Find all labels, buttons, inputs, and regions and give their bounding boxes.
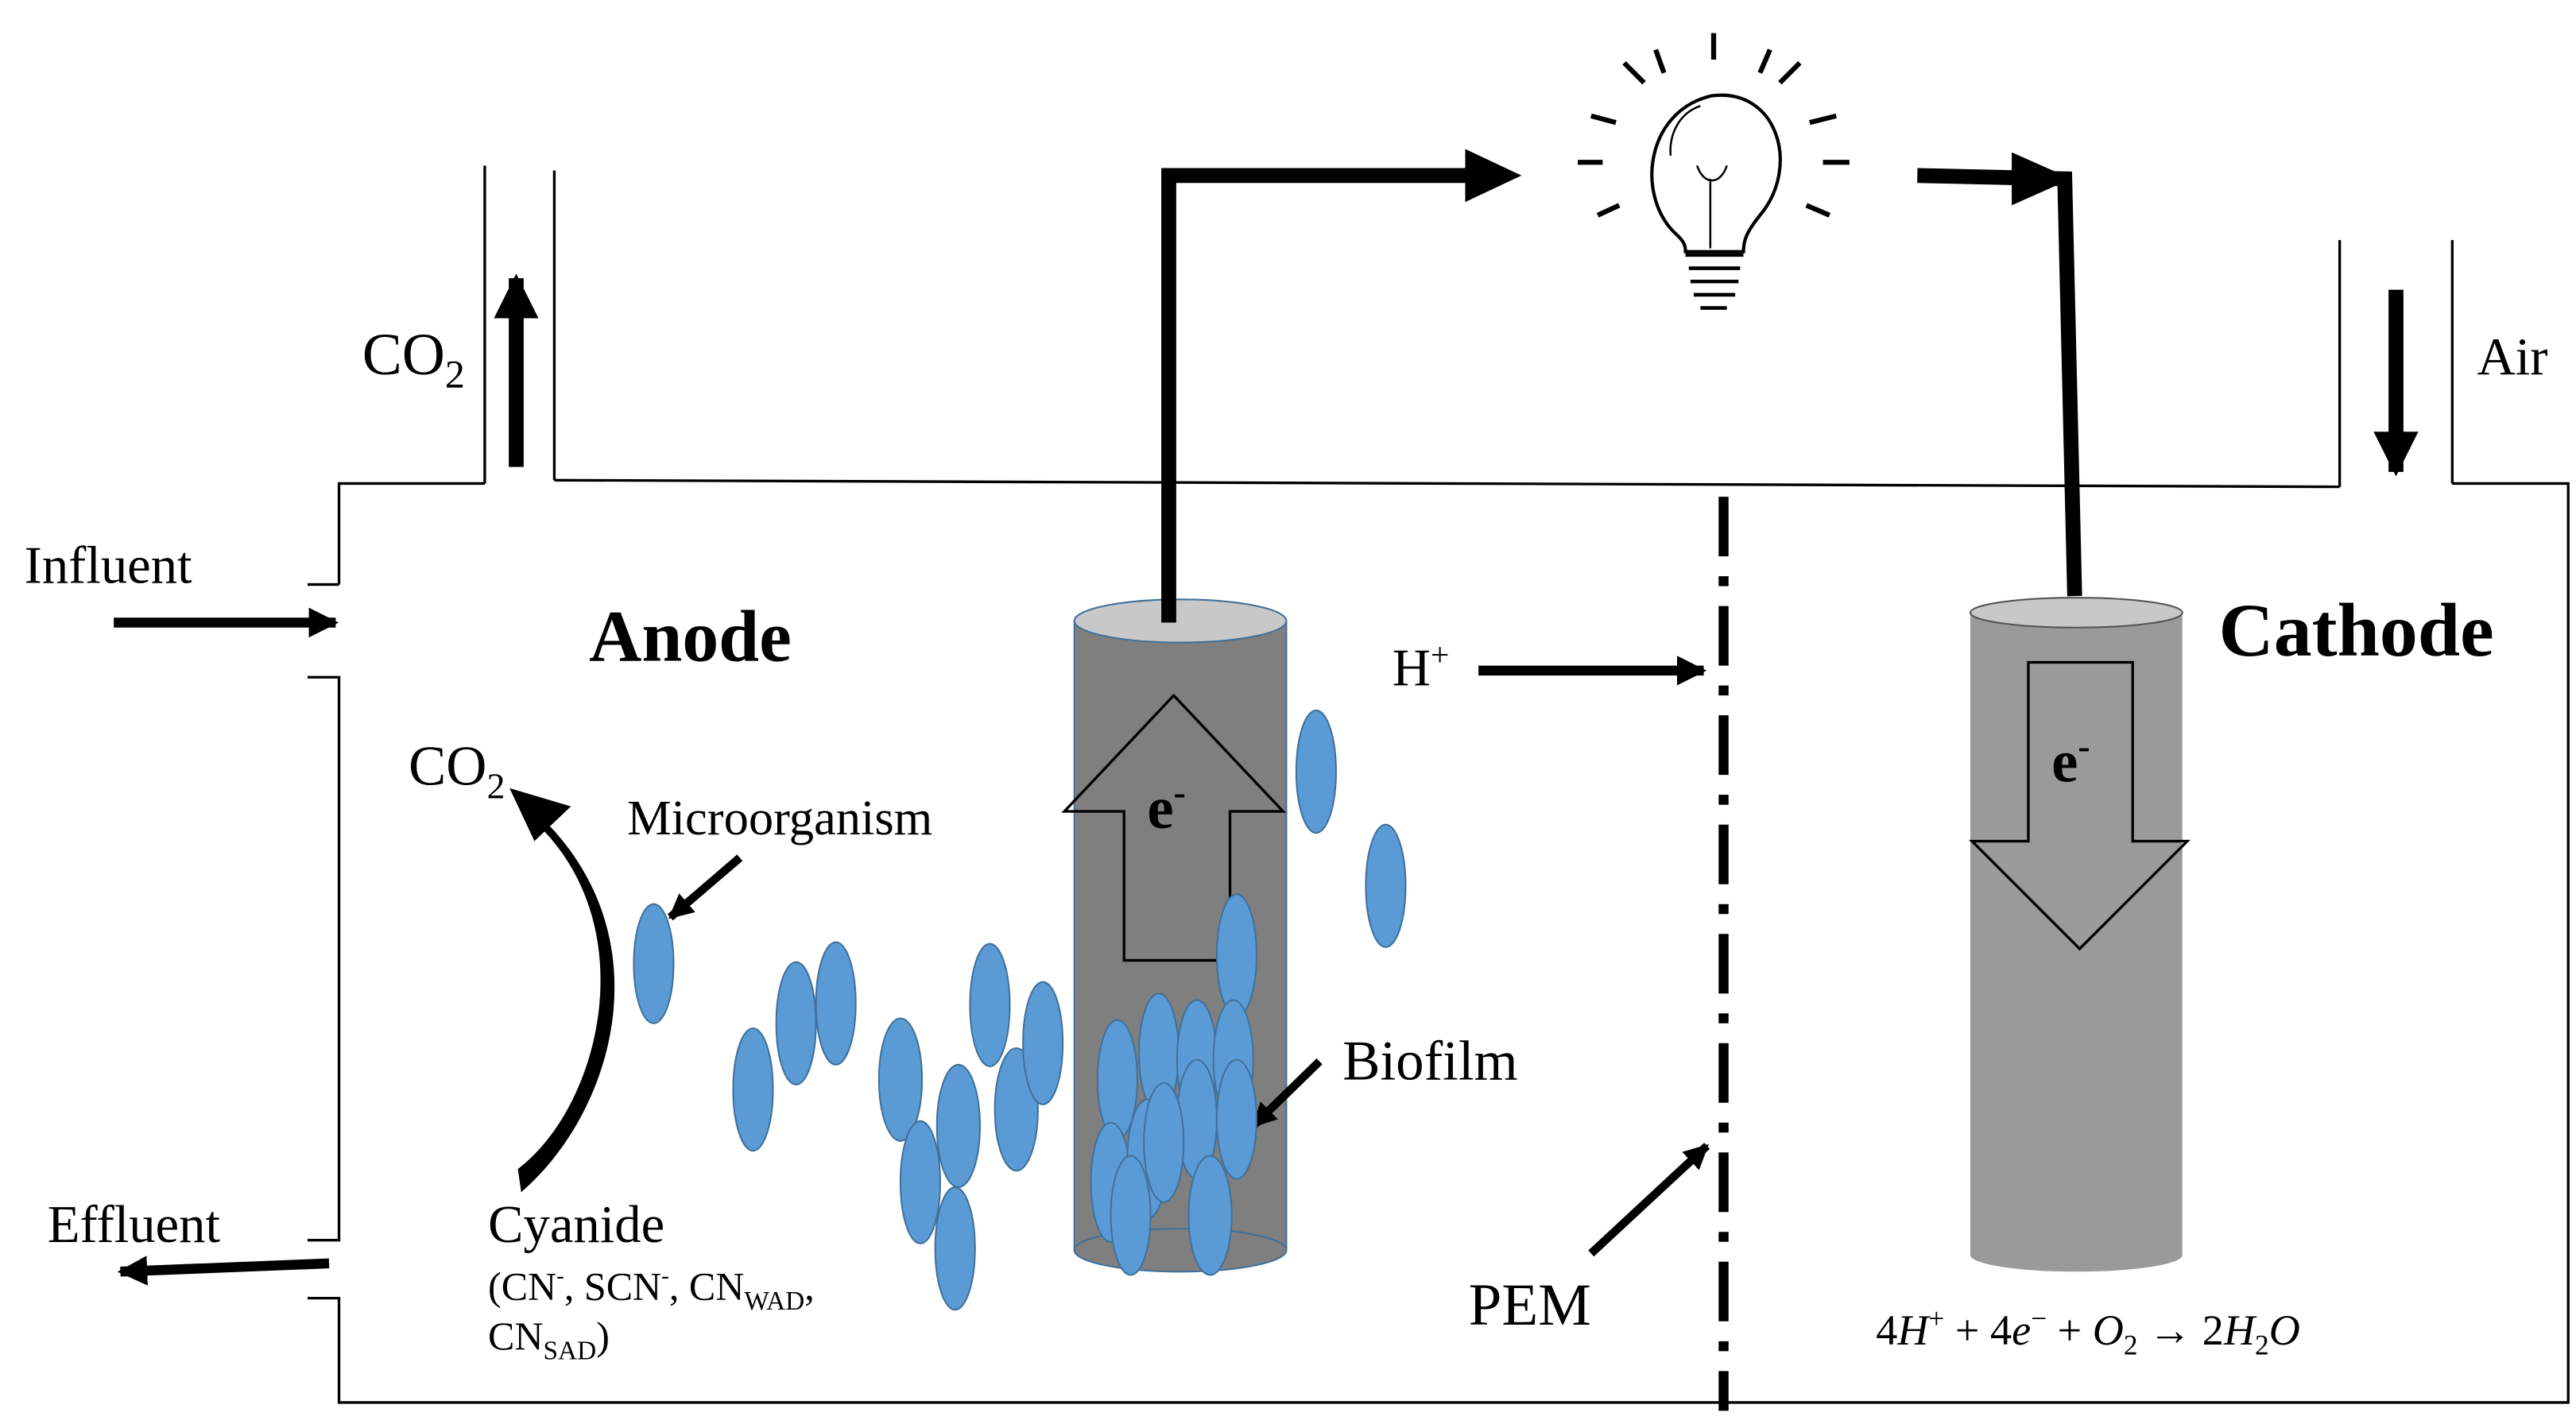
- microbe: [1365, 823, 1407, 948]
- anode-electron-label: e-: [1147, 772, 1186, 842]
- co2-outlet-label: CO2: [362, 322, 465, 397]
- microbe: [969, 942, 1011, 1067]
- effluent-label: Effluent: [48, 1196, 221, 1254]
- biofilm-pointer: [1250, 1058, 1323, 1129]
- microbe: [1022, 981, 1064, 1105]
- microbe: [935, 1063, 981, 1189]
- wire-anode-arrowhead: [1465, 149, 1522, 203]
- air-inlet-pipe: [2338, 240, 2454, 487]
- biofilm-cell: [1143, 1082, 1185, 1203]
- lightbulb-icon: [1578, 33, 1850, 310]
- wire-bulb-to-cathode: [1917, 168, 2082, 597]
- proton-label: H+: [1393, 637, 1450, 698]
- cyanide-species-line2: CNSAD): [488, 1314, 610, 1366]
- wire-anode-to-bulb: [1161, 168, 1472, 623]
- anode-electrode-top: [1073, 598, 1288, 644]
- microorganism-label: Microorganism: [627, 790, 932, 846]
- reactor-vessel: [307, 165, 2570, 1404]
- biofilm-label: Biofilm: [1342, 1031, 1517, 1093]
- bulb-base: [1685, 253, 1744, 310]
- bulb-rays: [1578, 33, 1850, 218]
- cathode-reaction-equation: 4H+ + 4e− + O2 → 2H2O: [1876, 1302, 2300, 1360]
- biofilm-cell: [1110, 1155, 1152, 1276]
- bulb-filament: [1695, 164, 1728, 249]
- anode-label: Anode: [589, 595, 792, 676]
- microbe: [1295, 709, 1337, 834]
- cathode-label: Cathode: [2219, 588, 2494, 672]
- degradation-curve: [517, 807, 615, 1193]
- biofilm-cell: [1215, 1058, 1257, 1180]
- cyanide-label: Cyanide: [488, 1196, 664, 1254]
- co2-outlet-pipe: [483, 165, 556, 484]
- microbe: [633, 903, 675, 1024]
- bulb-highlight: [1669, 105, 1701, 156]
- vessel-wall-left-lower: [307, 482, 2570, 1404]
- wire-bulb-arrowhead: [2012, 152, 2072, 206]
- cathode-electrode-body: [1970, 612, 2183, 1256]
- influent-label: Influent: [25, 536, 192, 594]
- microbe: [815, 941, 857, 1066]
- degradation-arrowhead: [509, 787, 571, 842]
- flow-arrows: [114, 273, 2419, 1286]
- air-label: Air: [2477, 328, 2548, 386]
- co2-anode-label: CO2: [409, 736, 505, 807]
- microorganism-pointer: [667, 854, 743, 921]
- cathode-electrode: [1969, 597, 2191, 1272]
- microbe: [732, 1027, 774, 1152]
- cathode-electrode-bottom: [1970, 1238, 2183, 1272]
- microbe: [934, 1186, 976, 1311]
- cathode-electrode-top: [1969, 597, 2183, 629]
- vessel-wall-left-upper: [337, 482, 485, 585]
- microbe: [1215, 893, 1257, 1018]
- vessel-wall-left-middle: [307, 675, 341, 1242]
- pem-label: PEM: [1469, 1272, 1591, 1338]
- bulb-glass: [1650, 93, 1782, 253]
- labels: CO2 Air Influent Effluent Anode Cathode …: [25, 322, 2548, 1366]
- pem-pointer: [1588, 1143, 1710, 1257]
- microbe: [775, 961, 817, 1085]
- biofilm-cell: [1187, 1155, 1233, 1276]
- cyanide-degradation-arrow: [509, 787, 615, 1193]
- microbe: [877, 1017, 924, 1142]
- effluent-arrow: [117, 1256, 330, 1286]
- cathode-electron-label: e-: [2051, 726, 2090, 795]
- microorganisms: [633, 709, 1407, 1311]
- microbe: [899, 1120, 941, 1244]
- vessel-top-edge: [554, 478, 2340, 489]
- cathode-electron-arrow: [1969, 660, 2191, 951]
- cyanide-species-line1: (CN-, SCN-, CNWAD,: [488, 1263, 815, 1316]
- external-circuit: [1161, 149, 2082, 623]
